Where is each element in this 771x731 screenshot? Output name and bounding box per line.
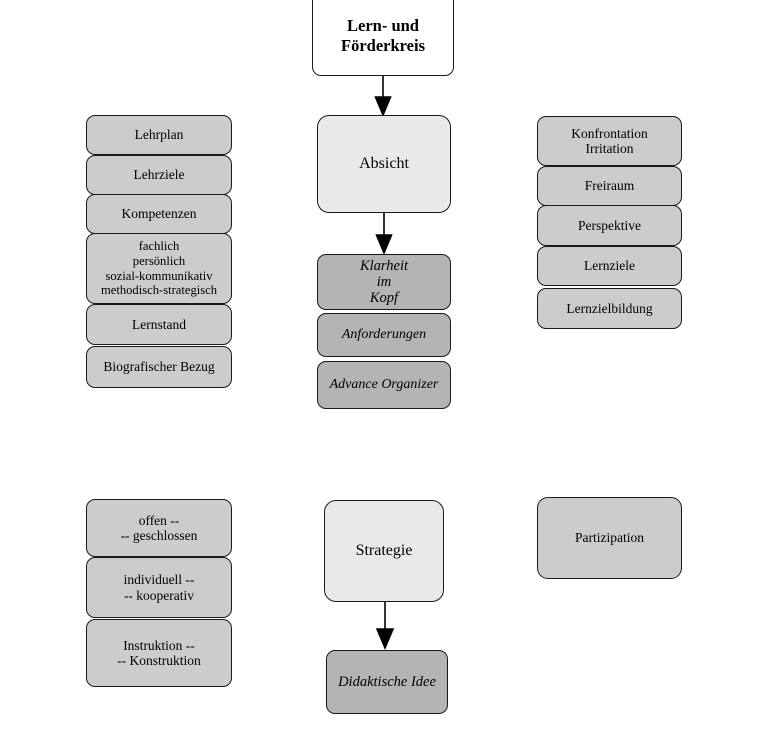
node-lehrziele[interactable]: Lehrziele bbox=[86, 155, 232, 195]
arrow-strategie-to-didaktische-idee bbox=[375, 602, 395, 651]
node-lernziele[interactable]: Lernziele bbox=[537, 246, 682, 286]
node-anforderungen[interactable]: Anforderungen bbox=[317, 313, 451, 357]
node-lernzielbildung[interactable]: Lernzielbildung bbox=[537, 288, 682, 329]
node-label: Biografischer Bezug bbox=[103, 359, 215, 375]
node-instruktion-konstruktion[interactable]: Instruktion -- -- Konstruktion bbox=[86, 619, 232, 687]
node-konfrontation-irritation[interactable]: Konfrontation Irritation bbox=[537, 116, 682, 166]
node-lehrplan[interactable]: Lehrplan bbox=[86, 115, 232, 155]
node-label: Lernziele bbox=[584, 258, 635, 274]
node-label: offen -- -- geschlossen bbox=[120, 512, 198, 543]
node-offen-geschlossen[interactable]: offen -- -- geschlossen bbox=[86, 499, 232, 557]
node-label: Anforderungen bbox=[341, 327, 427, 343]
node-strategie[interactable]: Strategie bbox=[324, 500, 444, 602]
node-lern-und-foerderkreis[interactable]: Lern- und Förderkreis bbox=[312, 0, 454, 76]
node-kompetenzen[interactable]: Kompetenzen bbox=[86, 194, 232, 234]
node-absicht[interactable]: Absicht bbox=[317, 115, 451, 213]
node-didaktische-idee[interactable]: Didaktische Idee bbox=[326, 650, 448, 714]
arrow-title-to-absicht bbox=[374, 76, 392, 118]
node-label: Perspektive bbox=[578, 217, 641, 233]
node-label: Lern- und Förderkreis bbox=[340, 16, 425, 55]
node-label: Advance Organizer bbox=[329, 377, 439, 393]
node-individuell-kooperativ[interactable]: individuell -- -- kooperativ bbox=[86, 557, 232, 618]
node-label: Kompetenzen bbox=[121, 206, 197, 222]
node-label: Lernzielbildung bbox=[566, 300, 653, 316]
node-label: individuell -- -- kooperativ bbox=[123, 572, 195, 603]
node-label: Konfrontation Irritation bbox=[571, 125, 648, 156]
node-label: Lernstand bbox=[132, 316, 186, 332]
node-label: Didaktische Idee bbox=[338, 673, 436, 690]
node-label: Klarheit im Kopf bbox=[359, 257, 409, 307]
node-label: Strategie bbox=[355, 542, 413, 560]
node-freiraum[interactable]: Freiraum bbox=[537, 166, 682, 206]
node-advance-organizer[interactable]: Advance Organizer bbox=[317, 361, 451, 409]
node-kompetenz-dimensionen[interactable]: fachlich persönlich sozial-kommunikativ … bbox=[86, 233, 232, 304]
node-label: Partizipation bbox=[575, 530, 644, 546]
node-lernstand[interactable]: Lernstand bbox=[86, 304, 232, 345]
node-label: Absicht bbox=[359, 155, 409, 173]
node-biografischer-bezug[interactable]: Biografischer Bezug bbox=[86, 346, 232, 388]
node-perspektive[interactable]: Perspektive bbox=[537, 205, 682, 246]
node-partizipation[interactable]: Partizipation bbox=[537, 497, 682, 579]
node-label: Instruktion -- -- Konstruktion bbox=[117, 637, 201, 668]
node-label: Lehrziele bbox=[133, 167, 185, 183]
node-label: Freiraum bbox=[584, 178, 635, 194]
node-label: fachlich persönlich sozial-kommunikativ … bbox=[100, 239, 218, 298]
node-label: Lehrplan bbox=[134, 127, 184, 143]
node-klarheit-im-kopf[interactable]: Klarheit im Kopf bbox=[317, 254, 451, 310]
arrow-absicht-to-klarheit bbox=[375, 213, 393, 256]
